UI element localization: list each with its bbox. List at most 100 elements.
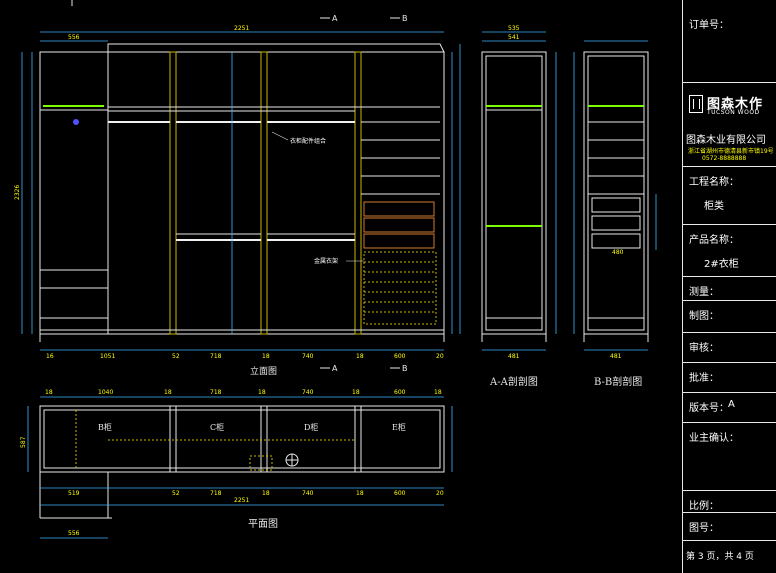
plan-bottom-0: 519 (68, 490, 80, 497)
plan-bottom-2: 718 (210, 490, 222, 497)
partition-3 (354, 51, 362, 335)
draft-cell: 制图： (682, 300, 776, 332)
plan-top-0: 18 (45, 389, 53, 396)
plan-label-d: D柜 (304, 422, 318, 432)
project-label: 工程名称： (689, 177, 739, 188)
plan-bottom-5: 18 (356, 490, 364, 497)
title-block-border (682, 0, 683, 573)
section-a-top-width: 535 (508, 25, 520, 32)
section-a-a (481, 51, 547, 342)
plan-view (39, 405, 445, 519)
survey-label: 测量： (689, 287, 719, 298)
drawer-2 (363, 217, 435, 233)
plan-label-e: E柜 (392, 422, 406, 432)
dim-overall-height: 2326 (14, 185, 21, 200)
title-block: 订单号： 图森木作 TUCSON WOOD 图森木业有限公司 浙江省湖州市德清县… (682, 0, 776, 573)
brand-name-en: TUCSON WOOD (707, 109, 760, 116)
cabinet-outline (39, 51, 445, 335)
brand-cell: 图森木作 TUCSON WOOD 图森木业有限公司 浙江省湖州市德清县新市镇19… (682, 82, 776, 166)
dim-bottom-8: 20 (436, 353, 444, 360)
front-dimensions (21, 31, 461, 351)
dim-bottom-7: 600 (394, 353, 406, 360)
cad-drawing: 2251 556 2326 16 1051 52 718 18 740 18 6… (14, 0, 657, 539)
plan-top-7: 600 (394, 389, 406, 396)
plan-top-8: 18 (434, 389, 442, 396)
dim-bottom-2: 52 (172, 353, 180, 360)
drawer-3 (363, 233, 435, 249)
section-a-title: A-A剖剖图 (489, 375, 538, 388)
dim-bottom-6: 18 (356, 353, 364, 360)
plan-title: 平面图 (248, 518, 278, 530)
scale-cell: 比例： (682, 490, 776, 512)
section-mark-a-top: A (332, 14, 338, 23)
section-markers (320, 17, 400, 369)
scale-label: 比例： (689, 501, 719, 512)
pants-rack (363, 251, 437, 325)
callout-pants-rack: 金属衣架 (314, 257, 338, 265)
plan-bottom-6: 600 (394, 490, 406, 497)
dim-bottom-0: 16 (46, 353, 54, 360)
brand-logo-icon (689, 95, 703, 113)
approve-label: 批准： (689, 373, 719, 384)
owner-label: 业主确认： (689, 433, 739, 444)
plan-bottom-3: 18 (262, 490, 270, 497)
dim-bottom-5: 740 (302, 353, 314, 360)
section-mark-b-top: B (402, 14, 408, 23)
project-value: 柜类 (704, 201, 724, 212)
rod-bracket-icon (73, 119, 79, 125)
partition-2 (260, 51, 268, 335)
dim-top-left: 556 (68, 34, 80, 41)
front-view-title: 立面图 (250, 365, 277, 377)
owner-cell: 业主确认： (682, 422, 776, 490)
plan-label-c: C柜 (210, 422, 224, 432)
plan-top-5: 740 (302, 389, 314, 396)
page-info: 第 3 页，共 4 页 (686, 552, 754, 562)
section-mark-a-bottom: A (332, 364, 338, 373)
section-b-sub: 480 (612, 249, 624, 256)
dim-bottom-4: 18 (262, 353, 270, 360)
plan-top-3: 718 (210, 389, 222, 396)
drawing-no-cell: 图号： (682, 512, 776, 540)
company-address: 浙江省湖州市德清县新市镇19号 (688, 148, 774, 155)
plan-stub: 556 (68, 530, 80, 537)
version-value: A (728, 399, 735, 410)
page-cell: 第 3 页，共 4 页 (682, 540, 776, 573)
crown-moulding (107, 43, 445, 53)
version-label: 版本号： (689, 403, 729, 414)
product-label: 产品名称： (689, 235, 739, 246)
plan-label-b: B柜 (98, 422, 112, 432)
plan-bottom-1: 52 (172, 490, 180, 497)
front-elevation (39, 43, 445, 342)
draft-label: 制图： (689, 311, 719, 322)
plan-top-1: 1040 (98, 389, 113, 396)
order-no-label: 订单号： (689, 20, 729, 31)
section-mark-b-bottom: B (402, 364, 408, 373)
section-b-title: B-B剖剖图 (594, 375, 642, 388)
partition-1 (169, 51, 177, 335)
brand-logo: 图森木作 TUCSON WOOD (689, 93, 769, 123)
plan-bottom-4: 740 (302, 490, 314, 497)
drawer-1 (363, 201, 435, 217)
section-b-b (583, 51, 649, 342)
dim-overall-width: 2251 (234, 25, 249, 32)
plan-depth: 587 (20, 436, 27, 448)
dim-bottom-1: 1051 (100, 353, 115, 360)
section-a-bottom: 481 (508, 353, 520, 360)
plan-overall: 2251 (234, 497, 249, 504)
plan-top-6: 18 (352, 389, 360, 396)
version-cell: 版本号： A (682, 392, 776, 422)
company-name: 图森木业有限公司 (686, 135, 766, 146)
section-a-top-sub: 541 (508, 34, 520, 41)
brand-name-cn: 图森木作 (707, 97, 764, 112)
review-cell: 审核： (682, 332, 776, 362)
plan-bottom-7: 20 (436, 490, 444, 497)
plan-top-2: 18 (164, 389, 172, 396)
product-value: 2#衣柜 (704, 259, 739, 270)
dim-bottom-3: 718 (210, 353, 222, 360)
order-cell: 订单号： (682, 0, 776, 82)
survey-cell: 测量： (682, 276, 776, 300)
company-phone: 0572-8888888 (702, 155, 747, 162)
review-label: 审核： (689, 343, 719, 354)
callout-rod: 衣柜配件组合 (290, 137, 326, 145)
section-b-bottom: 481 (610, 353, 622, 360)
